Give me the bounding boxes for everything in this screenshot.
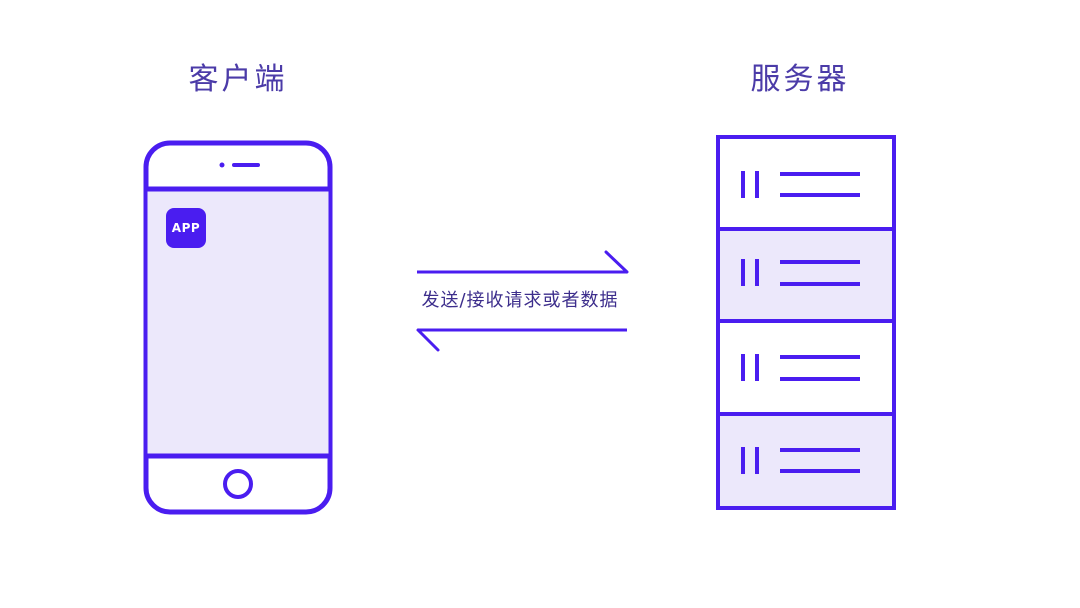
rack-unit-3 [718, 321, 894, 414]
send-arrow [417, 250, 629, 274]
app-icon-label: APP [171, 221, 201, 235]
server-heading: 服务器 [750, 62, 850, 97]
connection-label: 发送/接收请求或者数据 [421, 290, 619, 311]
phone-icon [143, 140, 333, 515]
rack-unit-1 [718, 137, 894, 229]
rack-unit-4 [718, 414, 894, 508]
phone-camera-dot [219, 162, 225, 168]
rack-unit-3-glyphs [741, 354, 860, 381]
receive-arrow [416, 328, 627, 352]
rack-unit-1-glyphs [741, 171, 860, 198]
phone-home-button [223, 469, 253, 499]
client-heading: 客户端 [188, 62, 288, 97]
app-icon: APP [166, 208, 206, 248]
rack-unit-2 [718, 229, 894, 321]
rack-unit-2-glyphs [741, 259, 860, 286]
rack-unit-4-glyphs [741, 447, 860, 474]
server-rack-icon [716, 135, 896, 510]
